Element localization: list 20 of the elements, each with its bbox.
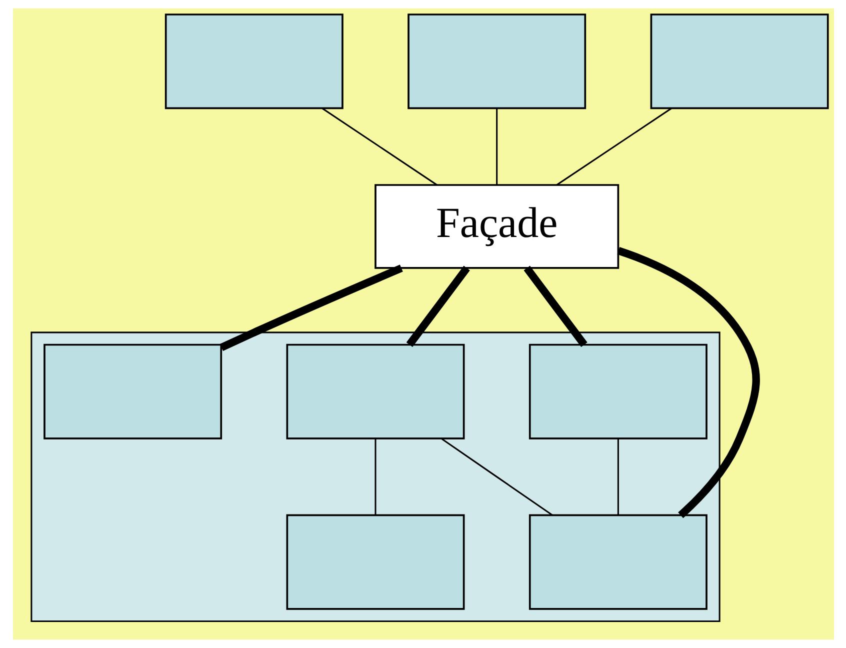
connector xyxy=(556,108,672,186)
connector xyxy=(406,266,470,348)
node-box: Façade xyxy=(374,184,619,269)
cluster xyxy=(30,332,720,622)
node-box xyxy=(650,14,828,110)
node-box xyxy=(528,344,707,440)
connector xyxy=(219,264,402,351)
node-box xyxy=(286,344,464,440)
node-box xyxy=(286,514,464,610)
node-box xyxy=(528,514,707,610)
connector xyxy=(440,438,552,516)
connector xyxy=(616,247,760,518)
connector xyxy=(496,108,498,185)
connector xyxy=(374,438,376,515)
node-box xyxy=(407,14,586,110)
connector xyxy=(616,438,618,515)
connector xyxy=(321,108,437,186)
connector xyxy=(523,266,587,348)
node-box xyxy=(43,344,222,440)
node-box xyxy=(164,14,343,110)
